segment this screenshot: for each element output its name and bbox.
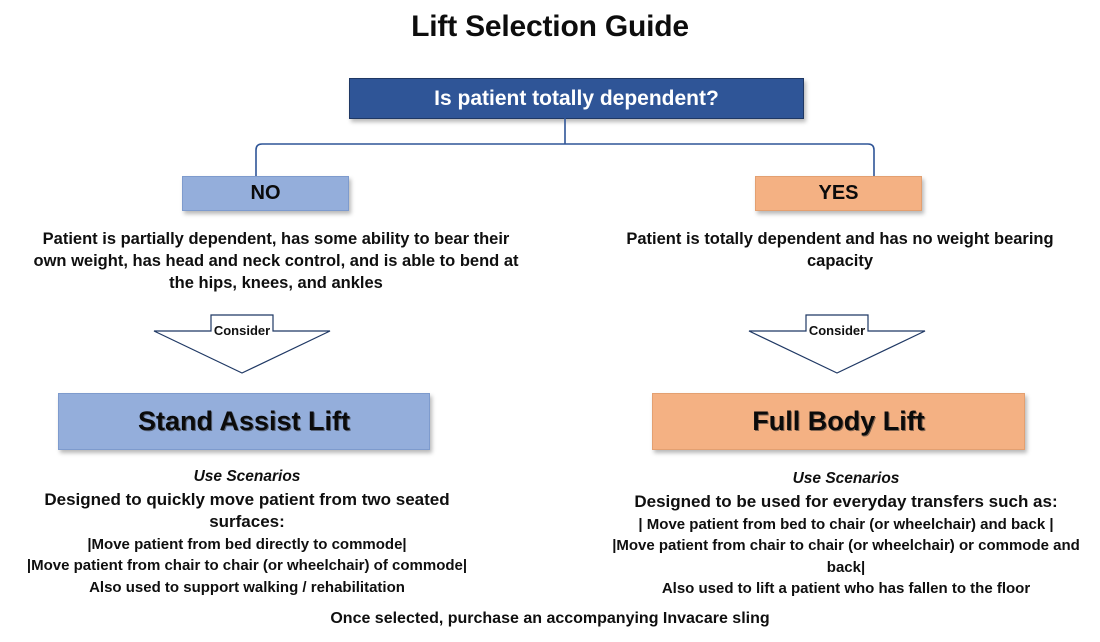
branch-description-yes: Patient is totally dependent and has no …	[626, 230, 1054, 270]
decision-node-root: Is patient totally dependent?	[349, 78, 804, 119]
use-scenarios-item: | Move patient from bed to chair (or whe…	[638, 516, 1054, 534]
branch-connector	[255, 118, 875, 178]
page-title: Lift Selection Guide	[411, 10, 689, 43]
branch-description-no: Patient is partially dependent, has some…	[33, 230, 519, 292]
use-scenarios-full-body-lift: Use Scenarios Designed to be used for ev…	[608, 470, 1084, 599]
consider-label-no: Consider	[213, 323, 271, 338]
result-box-full-body-lift: Full Body Lift	[652, 393, 1025, 450]
decision-node-root-label: Is patient totally dependent?	[434, 86, 719, 110]
use-scenarios-item: |Move patient from chair to chair (or wh…	[26, 557, 468, 575]
consider-arrow-yes: Consider	[747, 313, 927, 375]
use-scenarios-item: Also used to lift a patient who has fall…	[661, 579, 1031, 597]
down-arrow-icon	[748, 314, 926, 374]
consider-arrow-no: Consider	[152, 313, 332, 375]
use-scenarios-item: |Move patient from chair to chair (or wh…	[612, 537, 1080, 576]
branch-connector-path	[255, 118, 875, 178]
use-scenarios-stand-assist-lift: Use Scenarios Designed to quickly move p…	[12, 468, 482, 598]
down-arrow-shape	[153, 314, 331, 374]
result-box-full-body-lift-label: Full Body Lift	[752, 406, 925, 436]
down-arrow-shape	[748, 314, 926, 374]
consider-label-yes: Consider	[808, 323, 866, 338]
down-arrow-icon	[153, 314, 331, 374]
use-scenarios-lead: Designed to quickly move patient from tw…	[44, 490, 450, 532]
use-scenarios-item: |Move patient from bed directly to commo…	[87, 536, 407, 554]
use-scenarios-item: Also used to support walking / rehabilit…	[89, 578, 405, 596]
branch-box-yes-label: YES	[818, 182, 859, 204]
branch-box-no-label: NO	[250, 182, 281, 204]
result-box-stand-assist-lift-label: Stand Assist Lift	[137, 406, 351, 436]
use-scenarios-lead: Designed to be used for everyday transfe…	[634, 492, 1058, 511]
use-scenarios-heading: Use Scenarios	[792, 470, 900, 487]
footer-note: Once selected, purchase an accompanying …	[330, 610, 770, 627]
branch-box-no: NO	[182, 176, 349, 211]
use-scenarios-heading: Use Scenarios	[193, 468, 301, 485]
branch-box-yes: YES	[755, 176, 922, 211]
result-box-stand-assist-lift: Stand Assist Lift	[58, 393, 430, 450]
